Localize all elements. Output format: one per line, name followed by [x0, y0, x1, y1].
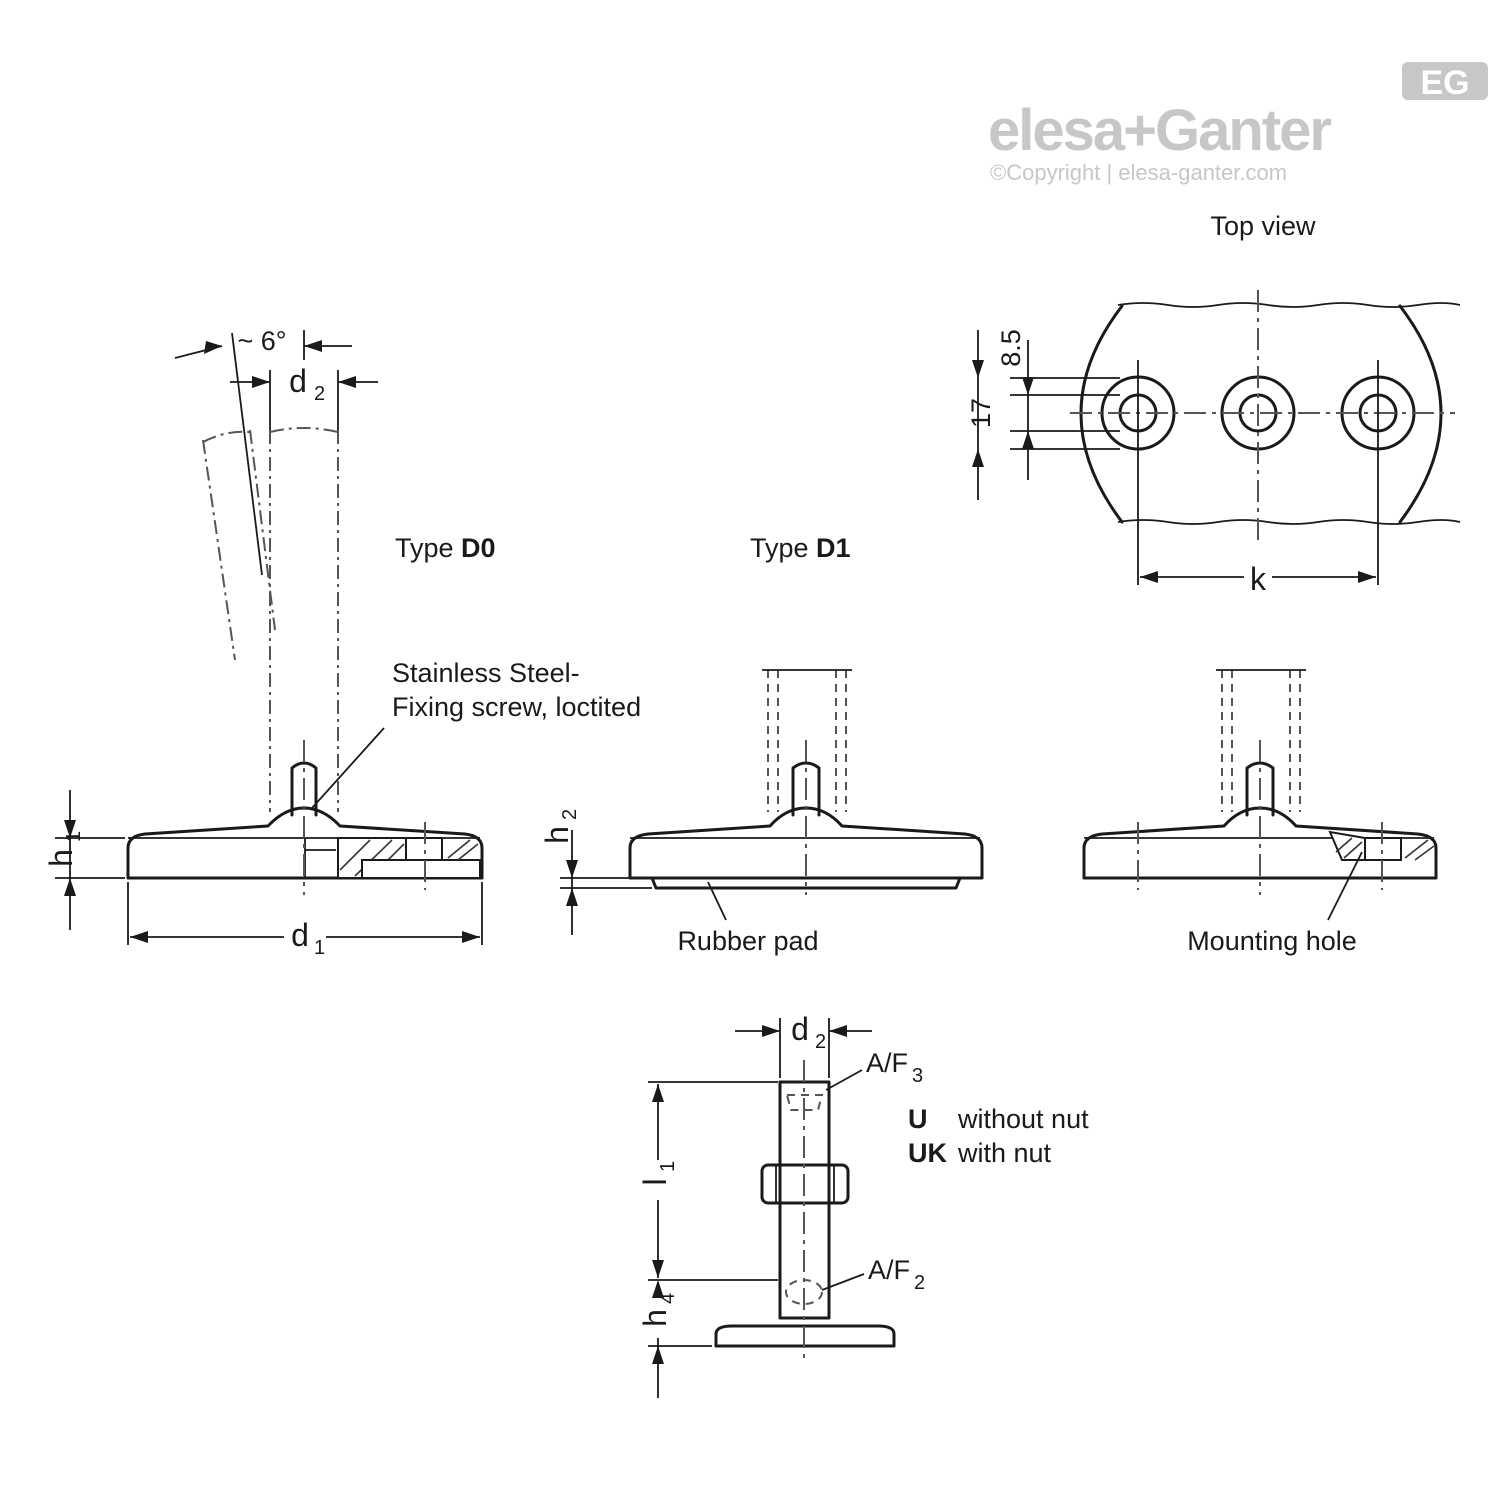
brand-logo: EG elesa+Ganter ©Copyright | elesa-gante… [988, 62, 1488, 185]
dim-17: 17 [966, 398, 996, 428]
eg-badge-text: EG [1420, 64, 1469, 102]
type-d1-view: Type D1 Rubber pad h 2 [539, 533, 984, 956]
dim-d2-sub: 2 [314, 383, 325, 405]
d0-section-hatch [304, 837, 481, 879]
eg-badge [1402, 62, 1488, 100]
top-view: Top view k [966, 211, 1461, 597]
dim-d1-sub: 1 [314, 937, 325, 959]
brand-wordmark: elesa+Ganter [988, 98, 1331, 163]
callout-fixing-screw-line2: Fixing screw, loctited [392, 692, 641, 722]
dim-h1-label: h [43, 849, 79, 867]
type-d0-view: ~ 6° d 2 Stainless Stee [43, 326, 641, 959]
top-break-line [1117, 302, 1461, 308]
dim-d2-label: d [289, 363, 307, 399]
top-view-title: Top view [1210, 211, 1316, 241]
dim-d1-label: d [291, 917, 309, 953]
dim-l1-sub: 1 [657, 1161, 679, 1172]
spindle-view: d 2 A/F 3 A/F 2 l 1 h [637, 1011, 1089, 1398]
callout-mounting-hole: Mounting hole [1187, 926, 1357, 956]
mounting-hole-section [1328, 830, 1435, 861]
mounting-hole-view: Mounting hole [1082, 669, 1438, 956]
callout-af2-sub: 2 [914, 1272, 925, 1294]
spindle-dim-d2-sub: 2 [815, 1031, 826, 1053]
callout-af3-sub: 3 [912, 1065, 923, 1087]
bottom-break-line [1117, 519, 1461, 525]
callout-fixing-screw-line1: Stainless Steel- [392, 658, 580, 688]
spindle-dim-d2-label: d [791, 1011, 809, 1047]
dim-8-5: 8.5 [996, 329, 1026, 367]
legend-uk-code: UK [908, 1138, 947, 1168]
copyright-text: ©Copyright | elesa-ganter.com [990, 160, 1287, 185]
type-d1-title: Type D1 [750, 533, 851, 563]
callout-rubber-pad: Rubber pad [677, 926, 818, 956]
dim-l1-label: l [637, 1178, 673, 1185]
legend-u-code: U [908, 1104, 928, 1134]
dim-h2-sub: 2 [559, 809, 581, 820]
dim-h4-label: h [637, 1309, 673, 1327]
dim-h2-label: h [539, 826, 575, 844]
dim-k: k [1250, 561, 1267, 597]
legend-u-text: without nut [957, 1104, 1089, 1134]
callout-af3-label: A/F [866, 1048, 908, 1078]
dim-angle: ~ 6° [237, 326, 286, 356]
callout-af2-label: A/F [868, 1255, 910, 1285]
type-d0-title: Type D0 [395, 533, 496, 563]
legend-uk-text: with nut [957, 1138, 1052, 1168]
dim-h1-sub: 1 [63, 831, 85, 842]
dim-h4-sub: 4 [657, 1293, 679, 1304]
